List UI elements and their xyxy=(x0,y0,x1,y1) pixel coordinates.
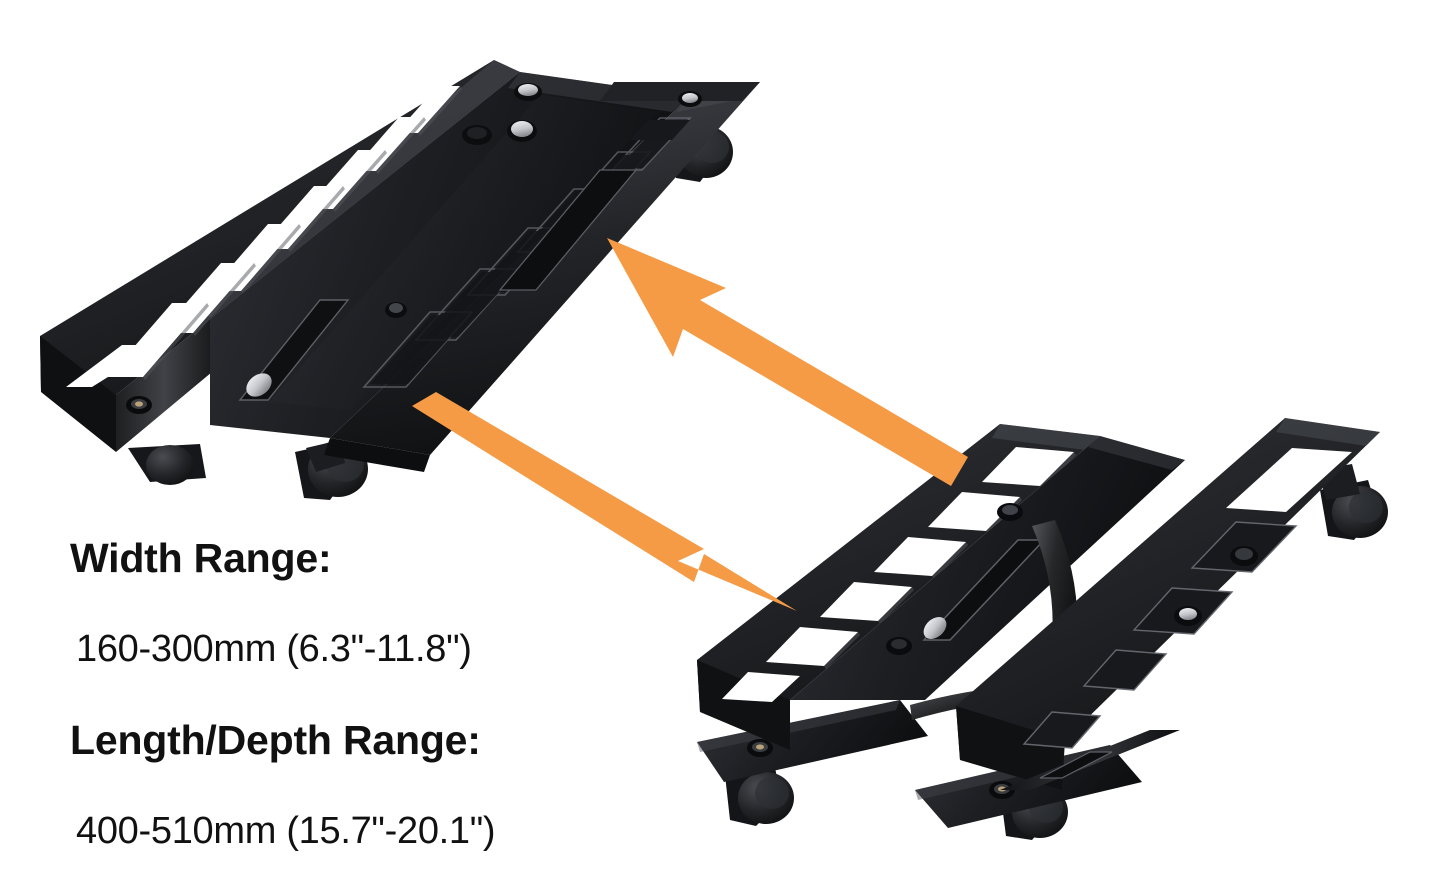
caster-wheel xyxy=(725,768,794,826)
specifications-block: Width Range: 160-300mm (6.3"-11.8") Leng… xyxy=(70,534,630,854)
bolt-head xyxy=(507,120,537,142)
bolt-head xyxy=(997,503,1023,521)
spacer xyxy=(70,582,630,626)
bolt-head xyxy=(462,125,492,145)
caster-wheel xyxy=(1318,464,1388,540)
width-range-label: Width Range: xyxy=(70,535,332,581)
width-adjustment-rail xyxy=(238,299,350,401)
bolt-head xyxy=(126,396,152,414)
bolt-head xyxy=(1174,606,1202,626)
width-adjustment-rail xyxy=(922,539,1046,641)
bolt-head xyxy=(747,739,773,757)
bolt-head xyxy=(678,91,702,107)
caster-wheel xyxy=(128,444,206,485)
slotted-upright-panel xyxy=(956,418,1380,790)
spacer xyxy=(70,672,630,716)
bolt-head xyxy=(886,637,912,655)
length-depth-range-label: Length/Depth Range: xyxy=(70,717,481,763)
base-deck-plate xyxy=(126,72,690,438)
width-adjustment-rail xyxy=(498,169,638,291)
slotted-rear-panel xyxy=(40,60,520,452)
deck-wing xyxy=(790,436,1185,700)
slotted-upright-panel xyxy=(697,424,1100,750)
product-view-assembled-open xyxy=(40,60,760,500)
arrow-up-left xyxy=(607,238,968,486)
length-depth-range-value: 400-510mm (15.7"-20.1") xyxy=(76,810,496,852)
extension-bracket xyxy=(600,82,760,140)
bolt-head xyxy=(514,83,542,101)
width-adjustment-rail xyxy=(1000,730,1180,790)
adjustment-knob xyxy=(385,302,407,318)
foot-plate xyxy=(697,700,928,782)
bolt-head xyxy=(1230,546,1258,566)
spacer xyxy=(70,764,630,808)
arrow-down-right xyxy=(412,392,797,611)
product-view-collapsed-right xyxy=(915,418,1388,840)
width-range-value: 160-300mm (6.3"-11.8") xyxy=(76,628,472,670)
